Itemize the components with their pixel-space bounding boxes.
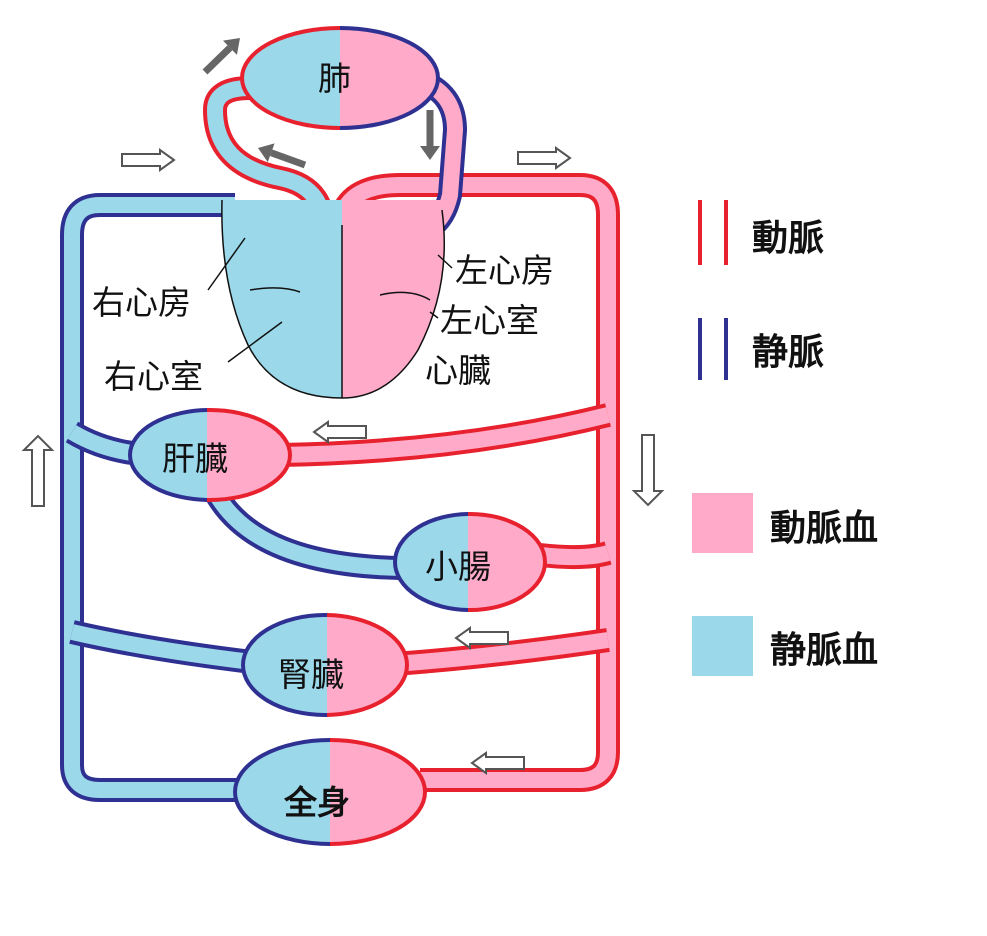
arrow-to-lung-icon [202, 38, 240, 75]
arrow-flow-right-icon [517, 146, 572, 170]
body-label: 全身 [283, 783, 350, 822]
arrow-flow-right-icon [121, 148, 176, 172]
organs [128, 26, 547, 846]
heart-label: 心臓 [425, 351, 491, 390]
arterial-blood-swatch [692, 493, 753, 553]
intestinal-artery [538, 541, 612, 570]
left-ventricle-label: 左心室 [440, 301, 539, 340]
arrow-pulmonary-icon [258, 143, 307, 169]
arrow-flow-down-icon [631, 434, 665, 507]
legend-venous-blood: 静脈血 [770, 630, 878, 671]
whole-body [233, 738, 427, 846]
liver-label: 肝臓 [162, 439, 228, 478]
lung [240, 26, 440, 130]
renal-vein [69, 620, 262, 675]
right-ventricle-label: 右心室 [104, 357, 203, 396]
arrow-flow-left-icon [454, 626, 509, 650]
legend-arterial-blood: 動脈血 [770, 508, 878, 549]
lung-label: 肺 [318, 59, 351, 98]
arrow-flow-left-icon [312, 420, 367, 444]
legend-artery: 動脈 [752, 218, 824, 259]
vessels [60, 68, 620, 802]
kidney-label: 腎臓 [278, 655, 344, 694]
right-atrium-label: 右心房 [92, 283, 191, 322]
portal-vein [204, 485, 401, 580]
hepatic-artery [279, 403, 611, 467]
arrow-lung-to-heart-icon [420, 110, 440, 160]
heart [207, 199, 453, 399]
venous-blood-swatch [692, 616, 753, 676]
small-intestine [393, 512, 547, 612]
kidney [241, 613, 409, 717]
liver [128, 408, 292, 502]
labels: 肺 肝臓 小腸 腎臓 全身 右心房 右心室 左心房 左心室 心臓 [92, 59, 554, 822]
arrow-flow-up-icon [21, 434, 55, 507]
arrow-flow-left-icon [470, 751, 525, 775]
legend: 動脈 静脈 動脈血 静脈血 [692, 200, 878, 676]
aorta [330, 173, 620, 792]
legend-vein: 静脈 [752, 332, 824, 373]
flow-arrows [21, 38, 665, 775]
left-atrium-label: 左心房 [455, 251, 554, 290]
pulmonary-artery [203, 76, 336, 242]
intestine-label: 小腸 [425, 547, 491, 586]
renal-artery [394, 628, 610, 676]
vena-cava [60, 193, 250, 802]
